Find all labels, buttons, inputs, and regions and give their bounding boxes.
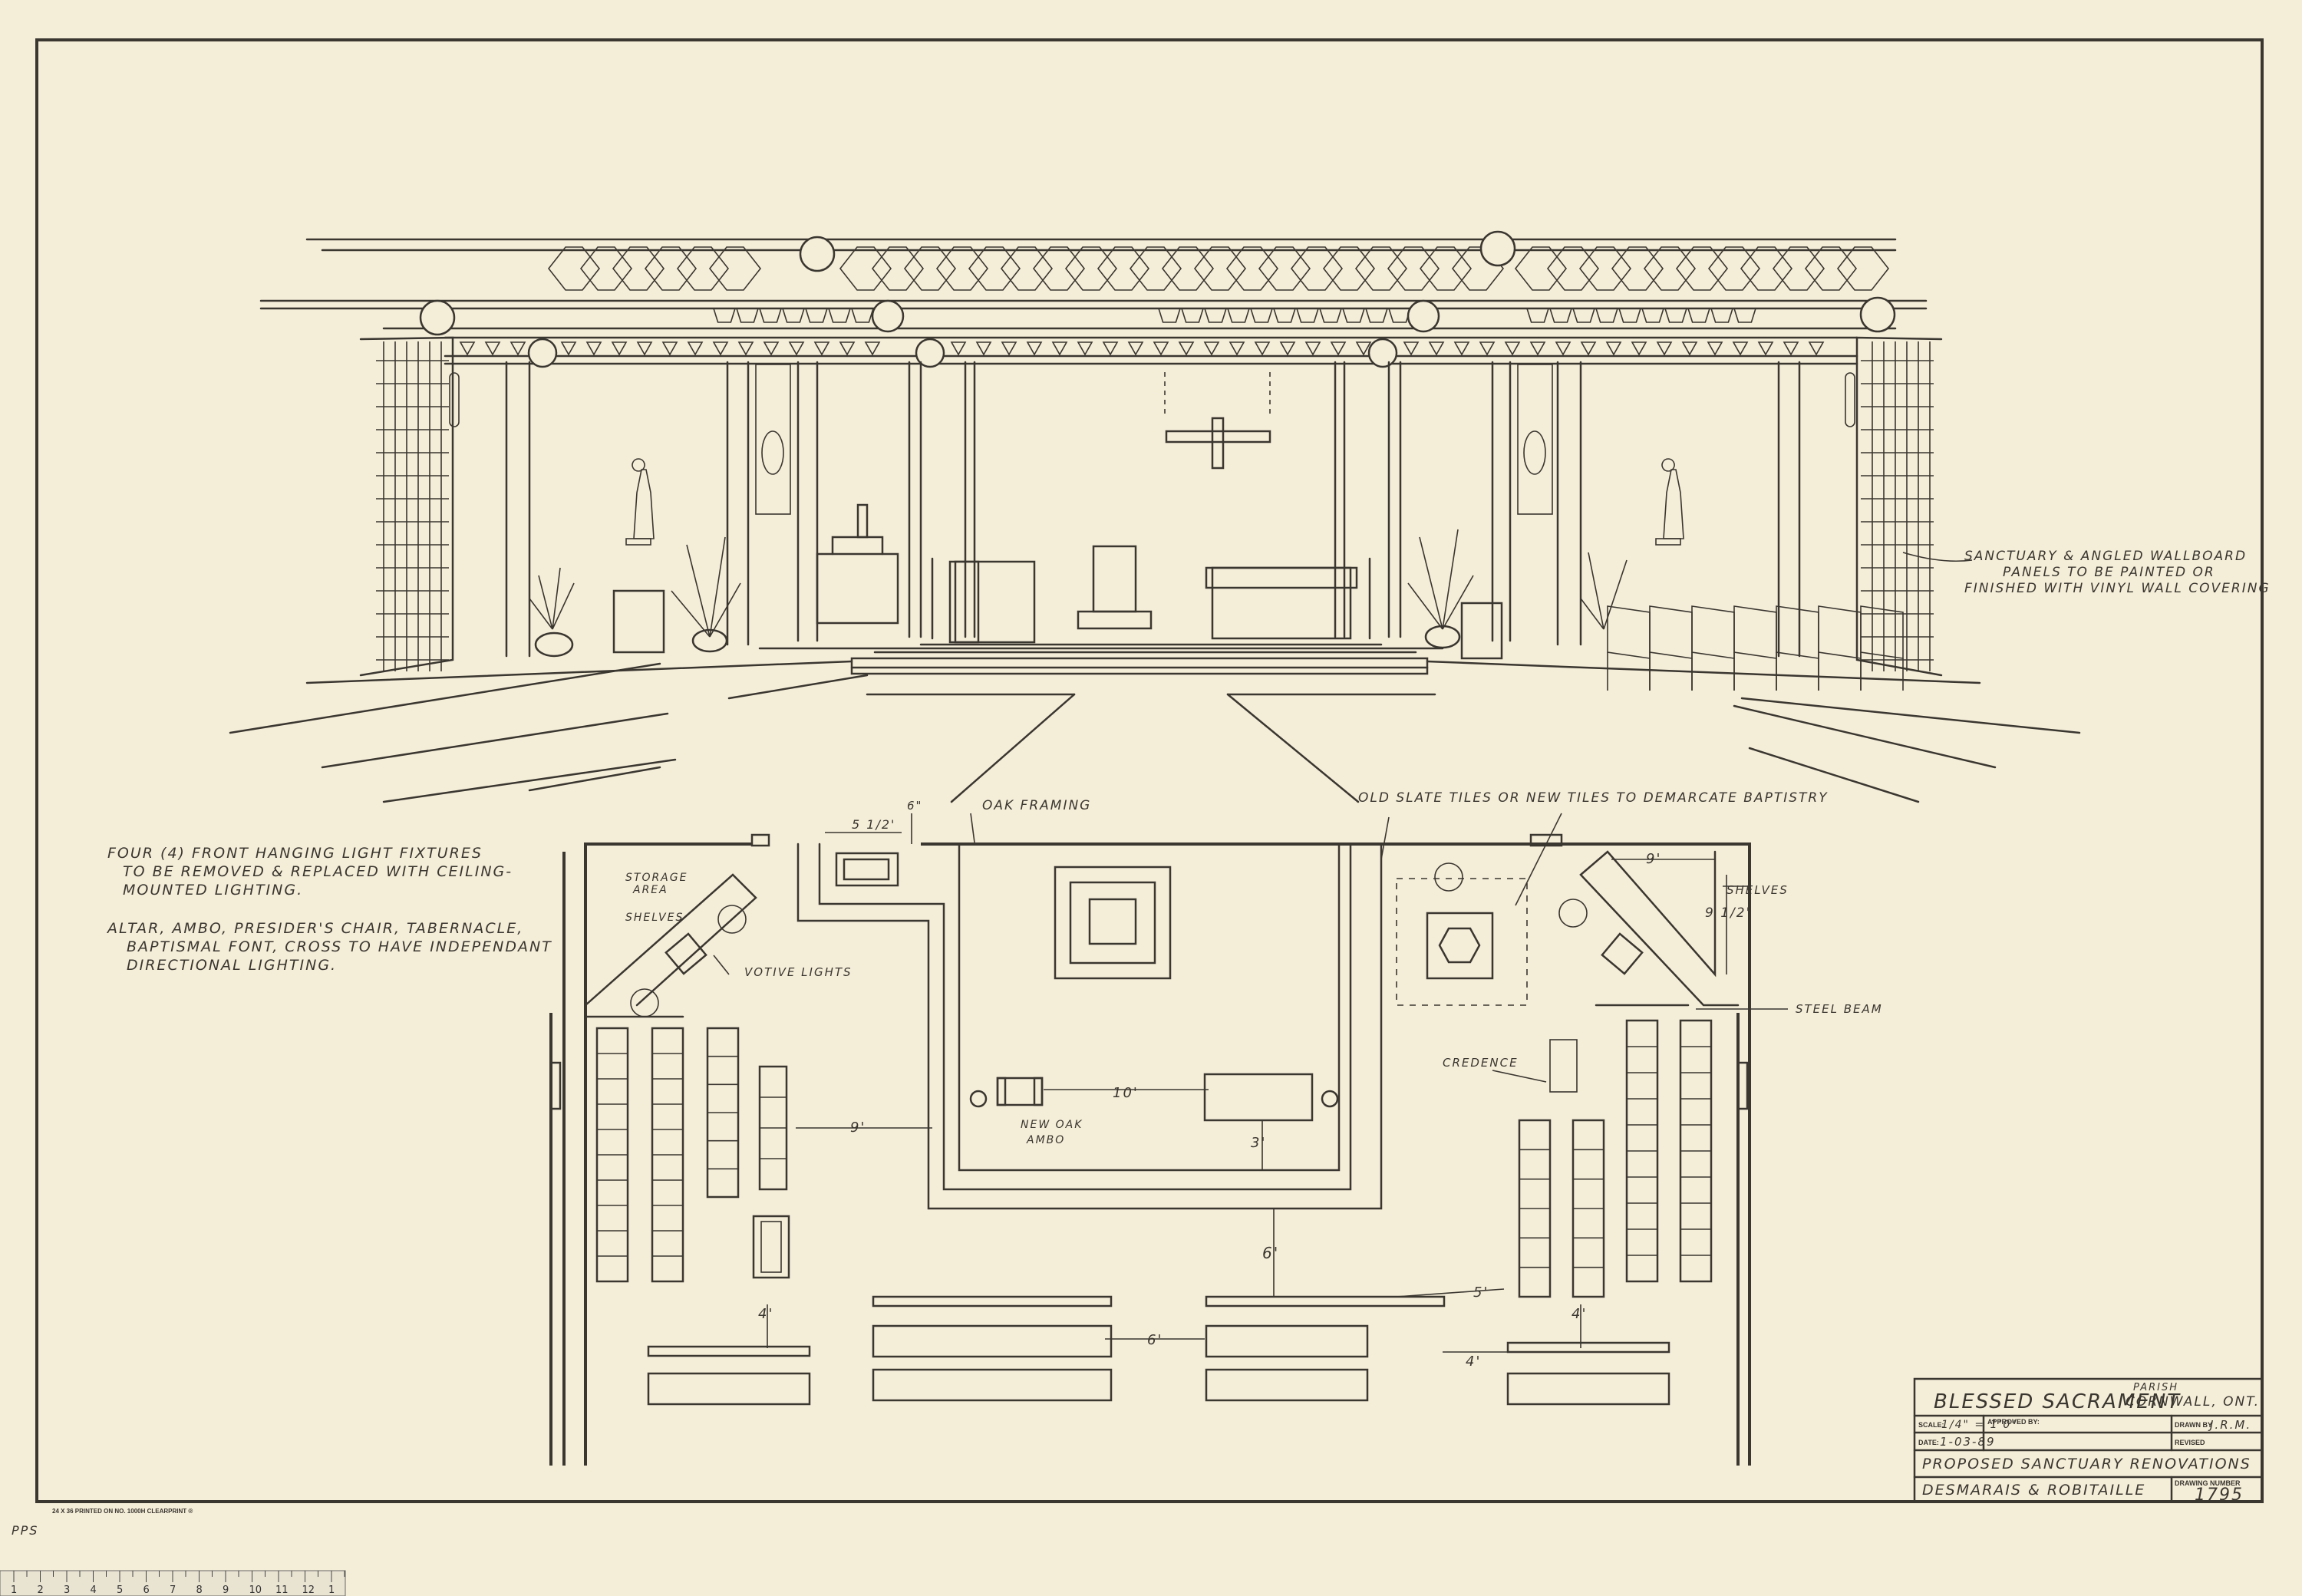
dim-6-bottom: 6' xyxy=(1147,1332,1163,1348)
dim-10: 10' xyxy=(1113,1085,1139,1101)
ceiling-light-diamonds xyxy=(459,246,1890,356)
date-value: 1-03-89 xyxy=(1940,1435,1996,1449)
drawn-value: J.R.M. xyxy=(2208,1418,2251,1432)
dim-5-half: 5 1/2' xyxy=(852,817,895,832)
plant-icon xyxy=(1580,552,1628,630)
dim-4-left: 4' xyxy=(758,1306,773,1322)
sanctuary-floor-plan xyxy=(549,813,1788,1466)
plant-icon xyxy=(529,567,575,658)
sheet-border xyxy=(35,38,2264,1503)
drawn-label: DRAWN BY xyxy=(2175,1421,2212,1429)
approved-label: APPROVED BY: xyxy=(1987,1418,2040,1426)
side-wall-panels xyxy=(376,341,1934,671)
pencil-mark: PPS xyxy=(12,1523,38,1538)
label-new-oak: NEW OAK xyxy=(1021,1119,1083,1131)
elevation-note-line1: SANCTUARY & ANGLED WALLBOARD xyxy=(1964,549,2247,564)
ruler-tick-label: 8 xyxy=(196,1584,203,1596)
scale-value: 1/4" = 1'0" xyxy=(1941,1419,2018,1431)
ruler-tick-label: 3 xyxy=(64,1584,70,1596)
note-1-line2: TO BE REMOVED & REPLACED WITH CEILING- xyxy=(123,863,513,880)
label-baptistry-tiles: OLD SLATE TILES OR NEW TILES TO DEMARCAT… xyxy=(1358,790,1829,806)
note-1-line3: MOUNTED LIGHTING. xyxy=(123,882,303,899)
plan-labels: OAK FRAMING OLD SLATE TILES OR NEW TILES… xyxy=(625,790,1883,1146)
dim-9-left: 9' xyxy=(850,1120,866,1136)
ruler-tick-label: 5 xyxy=(117,1584,123,1596)
dim-6in: 6" xyxy=(907,799,922,813)
ruler-tick-label: 7 xyxy=(170,1584,176,1596)
dim-9-half: 9 1/2' xyxy=(1705,905,1751,921)
title-block: PARISH BLESSED SACRAMENT CORNWALL, ONT. … xyxy=(1913,1377,2264,1505)
dim-5-right: 5' xyxy=(1473,1284,1489,1301)
label-ambo: AMBO xyxy=(1026,1134,1065,1146)
plant-icon xyxy=(1407,529,1474,649)
label-shelves-left: SHELVES xyxy=(625,912,684,924)
label-votive-lights: VOTIVE LIGHTS xyxy=(744,965,853,979)
dim-4-right: 4' xyxy=(1571,1306,1587,1322)
title-name: BLESSED SACRAMENT xyxy=(1934,1390,2181,1413)
note-2-line2: BAPTISMAL FONT, CROSS TO HAVE INDEPENDAN… xyxy=(127,938,552,955)
date-label: DATE: xyxy=(1918,1439,1939,1446)
label-storage: STORAGE xyxy=(625,872,688,884)
scale-label: SCALE: xyxy=(1918,1421,1944,1429)
sanctuary-elevation xyxy=(229,230,2081,803)
elevation-note-line3: FINISHED WITH VINYL WALL COVERING xyxy=(1964,581,2271,596)
general-notes: FOUR (4) FRONT HANGING LIGHT FIXTURES TO… xyxy=(106,845,552,974)
dim-9-right: 9' xyxy=(1646,851,1661,867)
ruler-tick-label: 1 xyxy=(11,1584,17,1596)
drawing-number-label: DRAWING NUMBER xyxy=(2175,1479,2241,1487)
note-2-line1: ALTAR, AMBO, PRESIDER'S CHAIR, TABERNACL… xyxy=(106,920,523,937)
ruler-tick-label: 4 xyxy=(91,1584,97,1596)
firm-name: DESMARAIS & ROBITAILLE xyxy=(1922,1482,2145,1499)
ruler-tick-label: 2 xyxy=(38,1584,44,1596)
note-2-line3: DIRECTIONAL LIGHTING. xyxy=(127,957,337,974)
plant-icon xyxy=(671,536,741,653)
title-parish-word: PARISH xyxy=(2133,1382,2178,1393)
drawing-number: 1795 xyxy=(2195,1486,2244,1505)
label-oak-framing: OAK FRAMING xyxy=(982,798,1091,813)
label-steel-beam: STEEL BEAM xyxy=(1796,1002,1883,1016)
plan-pews xyxy=(595,1019,1713,1406)
ruler-tick-label: 9 xyxy=(223,1584,229,1596)
elevation-pews xyxy=(1607,605,1904,691)
dim-3: 3' xyxy=(1251,1135,1266,1151)
dimension-labels: 6" 5 1/2' 9' 10' 3' 6' 4' 6' 5' 4' 4' 9'… xyxy=(758,799,1751,1370)
ruler-tick-label: 10 xyxy=(249,1584,262,1596)
ruler-tick-label: 6 xyxy=(143,1584,150,1596)
elevation-note-line2: PANELS TO BE PAINTED OR xyxy=(2003,565,2215,580)
label-credence: CREDENCE xyxy=(1443,1056,1519,1070)
ruler-tick-label: 1 xyxy=(328,1584,335,1596)
ruler-tick-label: 12 xyxy=(302,1584,315,1596)
revised-label: REVISED xyxy=(2175,1439,2205,1446)
title-location: CORNWALL, ONT. xyxy=(2126,1394,2260,1410)
ruler-tick-label: 11 xyxy=(275,1584,289,1596)
label-shelves-right: SHELVES xyxy=(1726,883,1789,897)
label-area: AREA xyxy=(632,884,668,896)
dim-4-bottom: 4' xyxy=(1466,1354,1481,1370)
dim-6-center: 6' xyxy=(1262,1244,1279,1262)
project-title: PROPOSED SANCTUARY RENOVATIONS xyxy=(1922,1456,2251,1472)
note-1-line1: FOUR (4) FRONT HANGING LIGHT FIXTURES xyxy=(107,845,483,862)
printed-on-note: 24 X 36 PRINTED ON NO. 1000H CLEARPRINT … xyxy=(52,1508,193,1515)
